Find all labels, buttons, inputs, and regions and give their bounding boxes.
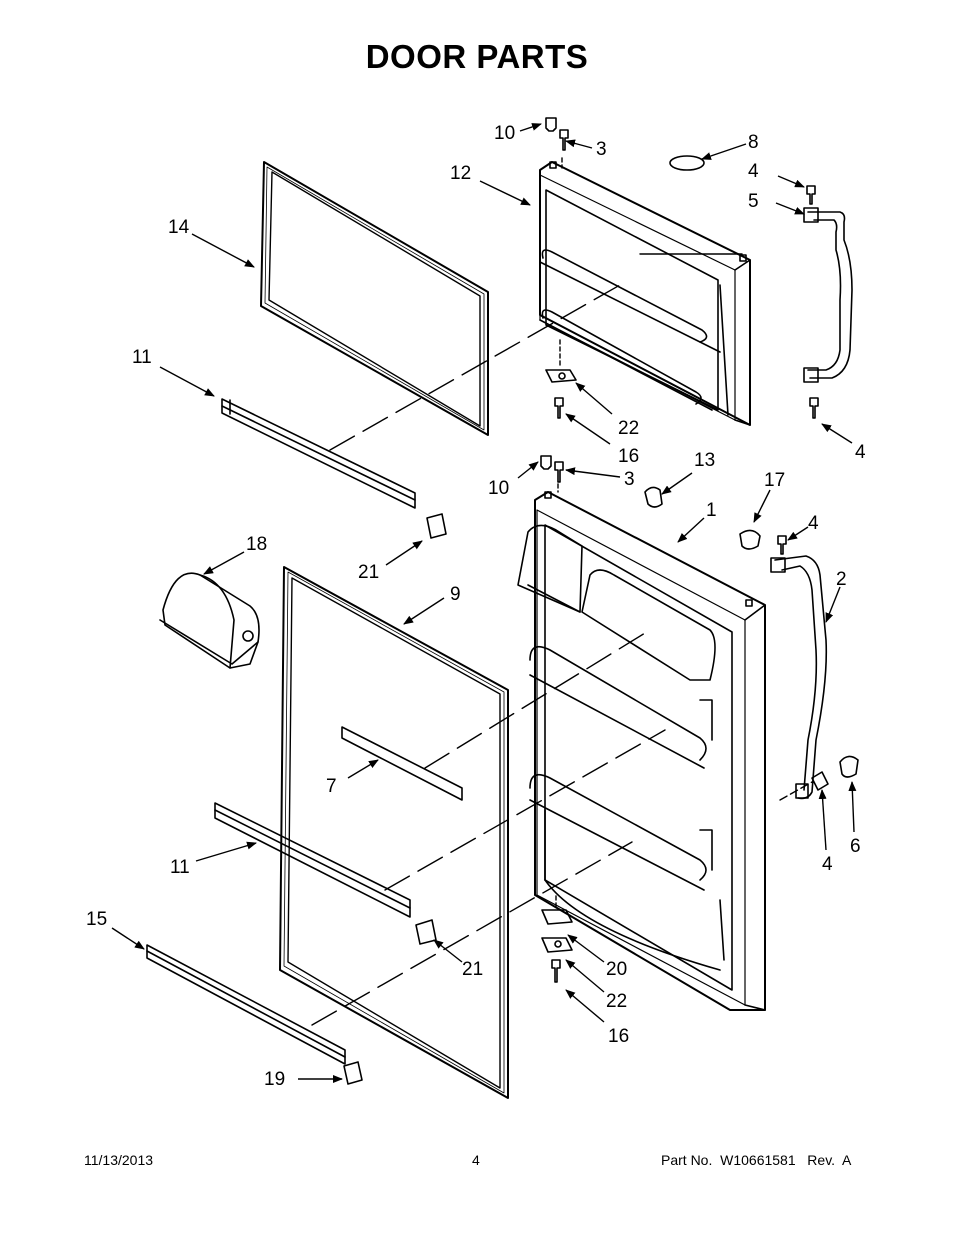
dairy-door (159, 572, 260, 669)
bottom-breaker-strip (146, 944, 346, 1065)
callout-labels: 10 3 8 4 5 12 14 11 22 16 4 10 3 13 1 17… (86, 123, 866, 1090)
callout-7: 7 (326, 776, 337, 797)
callout-11: 11 (132, 347, 152, 368)
callout-8: 8 (748, 132, 759, 153)
callout-14: 14 (168, 217, 190, 238)
callout-18: 18 (246, 534, 267, 555)
page-title: DOOR PARTS (365, 38, 589, 75)
fresh-food-gasket (279, 566, 509, 1099)
callout-10: 10 (488, 478, 509, 499)
callout-6: 6 (850, 836, 861, 857)
callout-3: 3 (596, 139, 607, 160)
callout-12: 12 (450, 163, 471, 184)
callout-16: 16 (618, 446, 639, 467)
footer-part-number: Part No. W10661581 Rev. A (661, 1152, 852, 1168)
alignment-lines (311, 157, 813, 1026)
callout-22: 22 (606, 991, 627, 1012)
callout-16: 16 (608, 1026, 629, 1047)
footer-page-number: 4 (472, 1152, 480, 1168)
callout-21: 21 (462, 959, 483, 980)
callout-4: 4 (808, 513, 819, 534)
freezer-handle (803, 207, 853, 383)
freezer-gasket (260, 161, 489, 436)
callout-5: 5 (748, 191, 759, 212)
callout-19: 19 (264, 1069, 285, 1090)
freezer-hardware (426, 117, 819, 539)
handle-plug (669, 155, 705, 171)
leader-arrows (111, 123, 857, 1083)
callout-4: 4 (822, 854, 833, 875)
callout-4: 4 (855, 442, 866, 463)
callout-15: 15 (86, 909, 107, 930)
callout-13: 13 (694, 450, 715, 471)
callout-20: 20 (606, 959, 627, 980)
fresh-food-handle (770, 555, 828, 800)
callout-17: 17 (764, 470, 785, 491)
breaker-clips (343, 919, 437, 1085)
callout-10: 10 (494, 123, 515, 144)
center-breaker-strip (341, 726, 463, 801)
callout-3: 3 (624, 469, 635, 490)
callout-2: 2 (836, 569, 847, 590)
footer-date: 11/13/2013 (84, 1152, 154, 1168)
callout-9: 9 (450, 584, 461, 605)
fresh-food-hardware (540, 455, 859, 983)
callout-4: 4 (748, 161, 759, 182)
lower-breaker-strip (214, 802, 411, 918)
freezer-door (539, 161, 751, 426)
freezer-breaker-strip (221, 398, 416, 509)
callout-11: 11 (170, 857, 190, 878)
callout-21: 21 (358, 562, 379, 583)
fresh-food-door (517, 491, 766, 1011)
callout-1: 1 (706, 500, 717, 521)
callout-22: 22 (618, 418, 639, 439)
